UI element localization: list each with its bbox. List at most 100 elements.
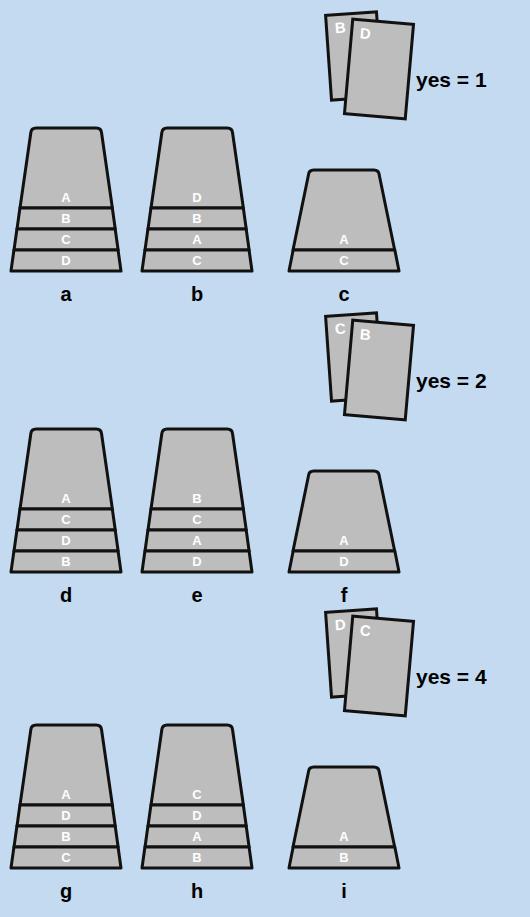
cup: B: [140, 845, 254, 870]
result-label: yes = 4: [416, 664, 487, 690]
stack-label: c: [338, 281, 349, 307]
cup-letter: B: [61, 212, 70, 226]
stack-letter: e: [191, 582, 202, 608]
cup-shape: [11, 551, 121, 572]
cup: D: [12, 528, 120, 553]
cup-letter: B: [192, 851, 201, 865]
cup-shape: [145, 826, 249, 847]
cup: C: [9, 845, 123, 870]
card-outline: [343, 614, 415, 717]
cup: D: [9, 248, 123, 273]
cup-shape: [142, 250, 252, 271]
card-letter: D: [334, 617, 346, 634]
cup-letter: A: [192, 233, 201, 247]
cup: B: [287, 845, 401, 870]
card: B: [343, 318, 415, 421]
cup: D: [140, 549, 254, 574]
card: C: [343, 614, 415, 717]
cup-shape: [11, 250, 121, 271]
cup-shape: [142, 551, 252, 572]
cup-letter: B: [61, 555, 70, 569]
cup-shape: [14, 530, 118, 551]
cup-letter: C: [61, 233, 70, 247]
stack-letter: h: [191, 878, 203, 904]
cup-letter: D: [192, 555, 201, 569]
cup: D: [149, 126, 245, 210]
cup-letter: D: [61, 809, 70, 823]
cup-letter: C: [192, 254, 201, 268]
cup-shape: [20, 725, 112, 805]
cup: D: [146, 803, 248, 828]
cup: B: [9, 549, 123, 574]
cup-shape: [145, 229, 249, 250]
cup-shape: [20, 429, 112, 509]
cup-letter: C: [192, 513, 201, 527]
cup: A: [18, 427, 114, 511]
cup-shape: [289, 551, 399, 572]
cup: C: [149, 723, 245, 807]
cup: A: [291, 765, 397, 849]
cup-shape: [20, 128, 112, 208]
cup: C: [15, 507, 117, 532]
result-text: yes = 1: [416, 67, 487, 93]
card-letter: C: [334, 321, 346, 338]
cup-shape: [151, 429, 243, 509]
cup-letter: D: [192, 191, 201, 205]
cup-letter: A: [339, 534, 348, 548]
cup: C: [140, 248, 254, 273]
cup-letter: C: [61, 513, 70, 527]
cup-shape: [289, 250, 399, 271]
cup-shape: [148, 509, 246, 530]
cup-shape: [151, 725, 243, 805]
card: D: [343, 17, 415, 120]
cup-letter: A: [192, 830, 201, 844]
cup: A: [291, 469, 397, 553]
cup-letter: A: [339, 233, 348, 247]
cup-letter: A: [61, 492, 70, 506]
cup-letter: B: [192, 212, 201, 226]
cup-shape: [17, 805, 115, 826]
stack-letter: g: [60, 878, 72, 904]
cup-shape: [151, 128, 243, 208]
cup-shape: [14, 229, 118, 250]
cup-shape: [145, 530, 249, 551]
cup-letter: D: [192, 809, 201, 823]
card-shape: [344, 320, 413, 420]
result-label: yes = 1: [416, 67, 487, 93]
cup-letter: B: [339, 851, 348, 865]
cup-shape: [148, 805, 246, 826]
cup-shape: [293, 170, 395, 250]
cup-letter: A: [61, 788, 70, 802]
cup-shape: [293, 471, 395, 551]
cup-letter: D: [339, 555, 348, 569]
cup-letter: A: [61, 191, 70, 205]
card-shape: [344, 616, 413, 716]
stack-label: a: [60, 281, 71, 307]
stack-label: i: [341, 878, 347, 904]
cup: A: [143, 824, 251, 849]
cup-letter: B: [61, 830, 70, 844]
cup-letter: C: [61, 851, 70, 865]
cup-shape: [142, 847, 252, 868]
cup: C: [146, 507, 248, 532]
cup: B: [12, 824, 120, 849]
cup: D: [15, 803, 117, 828]
card-outline: [343, 318, 415, 421]
cup-letter: C: [339, 254, 348, 268]
cup-letter: D: [61, 534, 70, 548]
cup: B: [15, 206, 117, 231]
stack-letter: b: [191, 281, 203, 307]
cup: C: [12, 227, 120, 252]
stack-label: d: [60, 582, 72, 608]
cup: A: [18, 126, 114, 210]
stack-letter: d: [60, 582, 72, 608]
stack-letter: f: [341, 582, 348, 608]
card-letter: C: [359, 622, 371, 639]
cup-letter: A: [339, 830, 348, 844]
cup-shape: [148, 208, 246, 229]
stack-letter: c: [338, 281, 349, 307]
result-text: yes = 4: [416, 664, 487, 690]
cup: C: [287, 248, 401, 273]
card-shape: [344, 19, 413, 119]
